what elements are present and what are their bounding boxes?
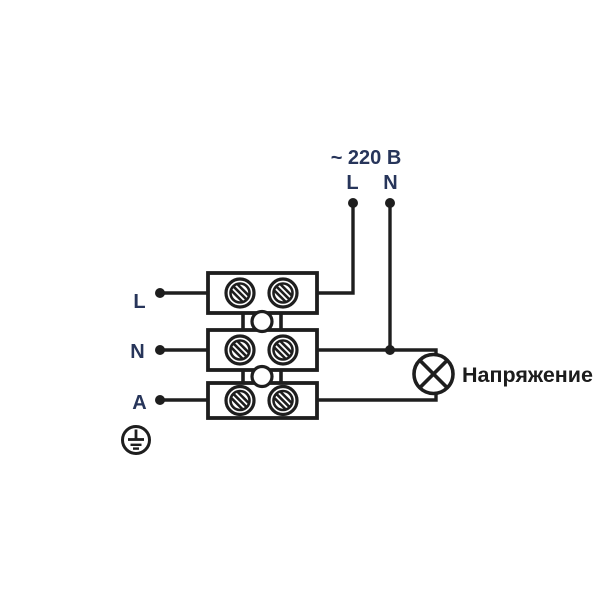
row-label-l: L [133,291,145,313]
terminal-row-l [206,271,319,315]
connection-dots [155,198,395,405]
wires [160,203,438,402]
indicator-label: Напряжение [462,363,593,387]
wire-end-dot [348,198,358,208]
screw-terminal-icon [267,277,299,309]
terminal-row-n [206,328,319,372]
junction-dot [385,345,395,355]
screw-terminal-icon [267,334,299,366]
terminal-row-a [206,381,319,420]
terminal-block-necks [241,313,283,383]
indicator-lamp-icon [412,352,455,396]
supply-phase-label: L [346,172,358,194]
wire-end-dot [385,198,395,208]
wire-end-dot [155,345,165,355]
screw-terminal-icon [267,384,299,417]
labels: ~ 220 В L N L N A Напряжение [130,147,593,414]
screw-terminal-icon [224,384,256,417]
row-label-n: N [130,341,144,363]
protective-earth-icon [121,425,151,455]
supply-voltage-label: ~ 220 В [331,147,402,169]
screw-terminal-icon [224,277,256,309]
wire-supply-l [317,203,355,295]
terminal-block [206,271,319,420]
mounting-hole-icon [250,309,274,334]
wire-end-dot [155,395,165,405]
mounting-hole-icon [250,364,274,389]
wire-end-dot [155,288,165,298]
row-label-a: A [132,392,146,414]
screw-terminal-icon [224,334,256,366]
supply-neutral-label: N [383,172,397,194]
